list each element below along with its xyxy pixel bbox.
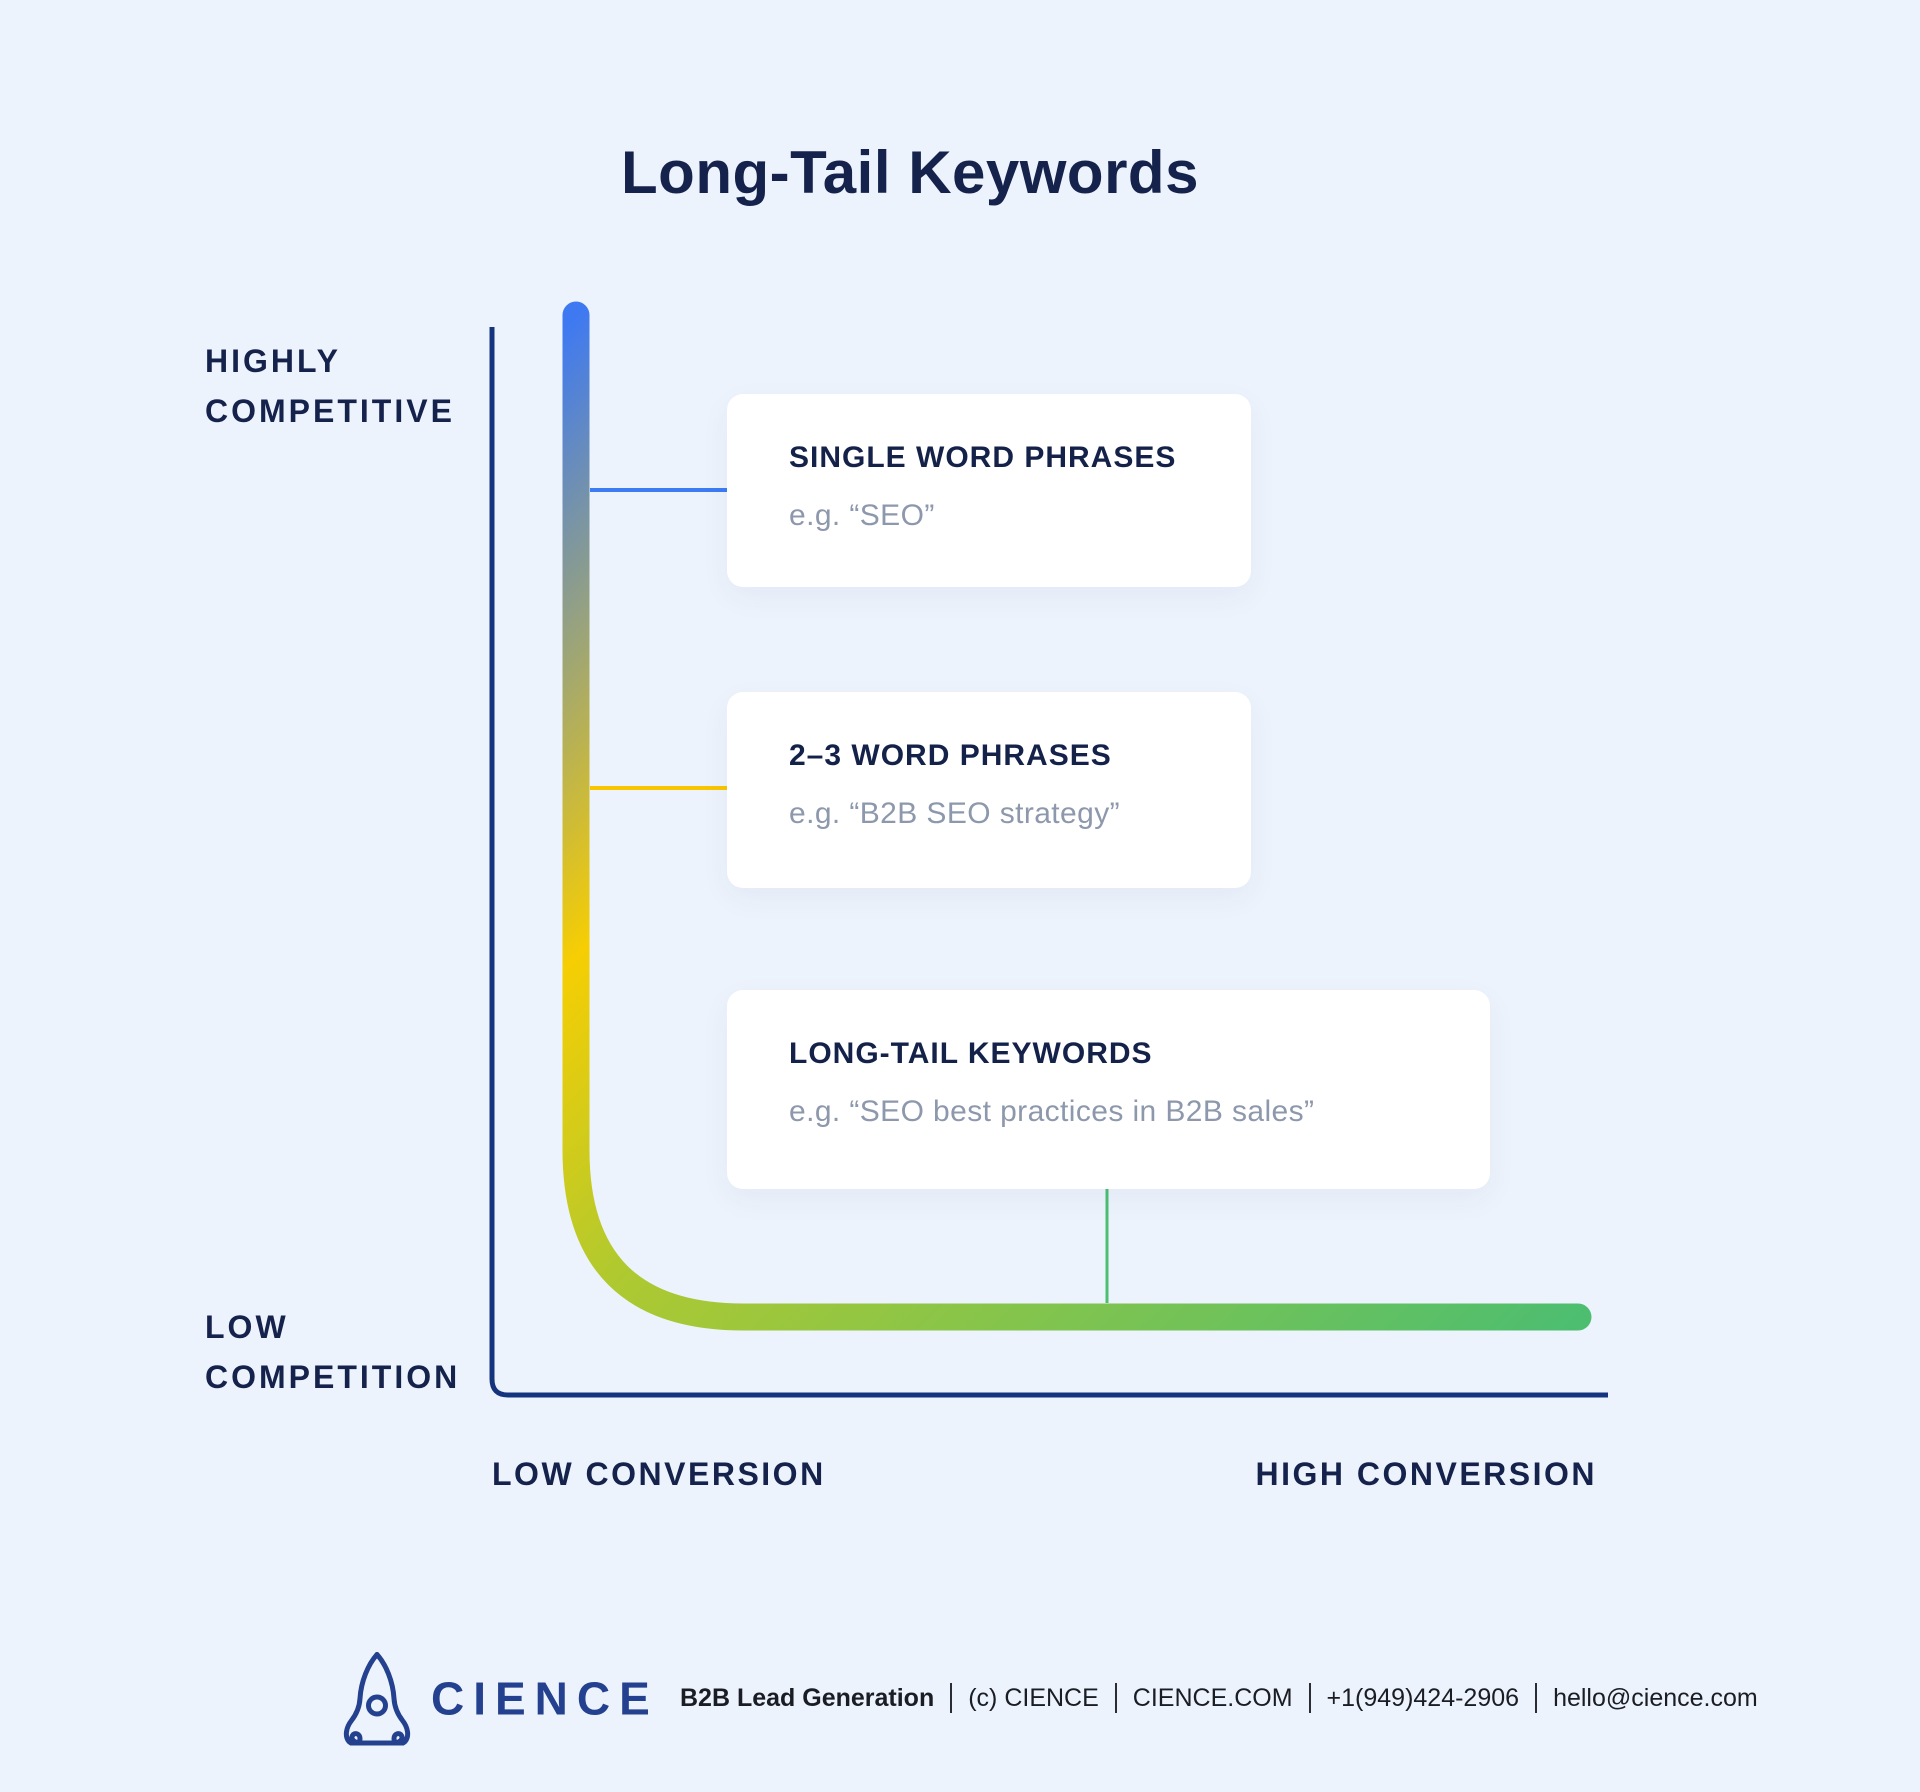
- x-axis-label-high-conversion: HIGH CONVERSION: [1255, 1456, 1597, 1492]
- x-axis-label-low-conversion: LOW CONVERSION: [492, 1456, 826, 1492]
- callout-single-word-phrases: SINGLE WORD PHRASES e.g. “SEO”: [727, 394, 1251, 587]
- y-axis-label-top-line2: COMPETITIVE: [205, 393, 455, 429]
- y-axis-label-bottom: LOW COMPETITION: [205, 1302, 460, 1402]
- footer-divider: [1308, 1683, 1311, 1713]
- footer-copyright: (c) CIENCE: [968, 1683, 1099, 1712]
- y-axis-label-bottom-line2: COMPETITION: [205, 1359, 461, 1395]
- footer-divider: [950, 1683, 953, 1713]
- footer-tagline: B2B Lead Generation: [680, 1683, 935, 1712]
- footer-email: hello@cience.com: [1553, 1683, 1758, 1712]
- footer-website: CIENCE.COM: [1132, 1683, 1293, 1712]
- callout-example: e.g. “B2B SEO strategy”: [789, 797, 1120, 830]
- callout-title: 2–3 WORD PHRASES: [789, 739, 1112, 772]
- y-axis-label-top-line1: HIGHLY: [205, 343, 341, 379]
- cience-logo: CIENCE: [337, 1651, 659, 1746]
- callout-2-3-word-phrases: 2–3 WORD PHRASES e.g. “B2B SEO strategy”: [727, 692, 1251, 888]
- callout-title: SINGLE WORD PHRASES: [789, 441, 1177, 474]
- rocket-icon: [343, 1652, 411, 1746]
- y-axis-label-bottom-line1: LOW: [205, 1309, 289, 1345]
- footer-divider: [1535, 1683, 1538, 1713]
- callout-example: e.g. “SEO best practices in B2B sales”: [789, 1095, 1315, 1128]
- page-title: Long-Tail Keywords: [621, 139, 1199, 206]
- footer-phone: +1(949)424-2906: [1326, 1683, 1520, 1712]
- cience-wordmark: CIENCE: [431, 1672, 659, 1724]
- footer-info: B2B Lead Generation (c) CIENCE CIENCE.CO…: [680, 1683, 1758, 1713]
- footer-divider: [1114, 1683, 1117, 1713]
- callout-long-tail-keywords: LONG-TAIL KEYWORDS e.g. “SEO best practi…: [727, 990, 1490, 1189]
- callout-example: e.g. “SEO”: [789, 499, 935, 532]
- y-axis-label-top: HIGHLY COMPETITIVE: [205, 336, 455, 436]
- callout-title: LONG-TAIL KEYWORDS: [789, 1037, 1153, 1070]
